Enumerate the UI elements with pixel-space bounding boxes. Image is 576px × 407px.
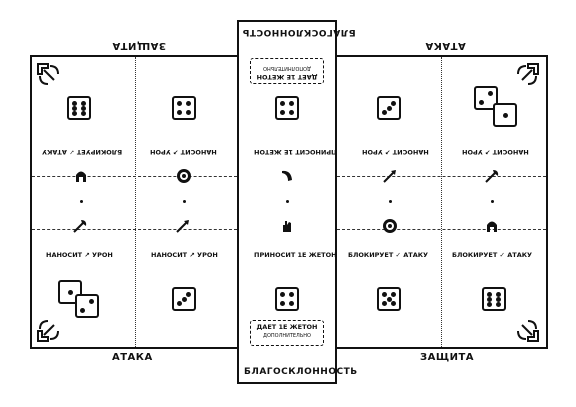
favor-box-line: ДОПОЛНИТЕЛЬНО — [263, 65, 311, 71]
divider — [337, 229, 546, 230]
title-attack-top: АТАКА — [425, 40, 466, 51]
die-four — [275, 287, 299, 311]
shield-icon — [177, 169, 191, 183]
die-three — [377, 96, 401, 120]
knot-icon — [37, 320, 59, 342]
label: НАНОСИТ ↗ УРОН — [362, 148, 429, 156]
helmet-icon — [487, 221, 497, 232]
dot — [183, 200, 186, 203]
divider — [441, 57, 442, 347]
arrow-icon — [383, 170, 396, 183]
label: ПРИНОСИТ 1Е ЖЕТОН — [254, 148, 337, 156]
divider — [135, 57, 136, 347]
label: НАНОСИТ ↗ УРОН — [150, 148, 217, 156]
dot — [286, 200, 289, 203]
label: НАНОСИТ ↗ УРОН — [151, 251, 218, 259]
label: БЛОКИРУЕТ ✓ АТАКУ — [348, 251, 429, 259]
title-favor-top: БЛАГОСКЛОННОСТЬ — [242, 27, 356, 37]
arrow-icon — [176, 220, 189, 233]
die-six — [67, 96, 91, 120]
label: ПРИНОСИТ 1Е ЖЕТОН — [254, 251, 337, 259]
dot — [491, 200, 494, 203]
center-panel — [237, 20, 337, 384]
die-three — [172, 287, 196, 311]
favor-box-line: ДАЕТ 1Е ЖЕТОН — [256, 323, 318, 331]
title-favor-bottom: БЛАГОСКЛОННОСТЬ — [244, 367, 358, 377]
favor-box-bottom: ДАЕТ 1Е ЖЕТОН ДОПОЛНИТЕЛЬНО — [250, 320, 324, 346]
axe-icon — [485, 170, 499, 183]
knot-icon — [517, 63, 539, 85]
label: БЛОКИРУЕТ ✓ АТАКУ — [452, 251, 533, 259]
shield-icon — [383, 219, 397, 233]
die-one — [493, 103, 517, 127]
title-attack-bottom: АТАКА — [112, 352, 153, 363]
horn-icon — [282, 170, 292, 181]
title-defense-bottom: ЗАЩИТА — [420, 352, 475, 363]
knot-icon — [37, 63, 59, 85]
dot — [80, 200, 83, 203]
die-five — [377, 287, 401, 311]
label: НАНОСИТ ↗ УРОН — [46, 251, 113, 259]
label: НАНОСИТ ↗ УРОН — [462, 148, 529, 156]
dot — [389, 200, 392, 203]
divider — [337, 176, 546, 177]
die-one — [58, 280, 82, 304]
favor-box-top: ДАЕТ 1Е ЖЕТОН ДОПОЛНИТЕЛЬНО — [250, 58, 324, 84]
helmet-icon — [76, 171, 86, 182]
divider — [32, 176, 237, 177]
favor-box-line: ДАЕТ 1Е ЖЕТОН — [256, 73, 318, 81]
knot-icon — [517, 320, 539, 342]
die-four — [275, 96, 299, 120]
die-six — [482, 287, 506, 311]
die-two — [75, 294, 99, 318]
axe-icon — [73, 220, 87, 233]
title-defense-top: ЗАЩИТА — [112, 40, 167, 51]
divider — [32, 229, 237, 230]
hand-icon — [283, 221, 291, 232]
label: БЛОКИРУЕТ ✓ АТАКУ — [42, 148, 123, 156]
favor-box-line: ДОПОЛНИТЕЛЬНО — [263, 333, 311, 339]
die-four — [172, 96, 196, 120]
